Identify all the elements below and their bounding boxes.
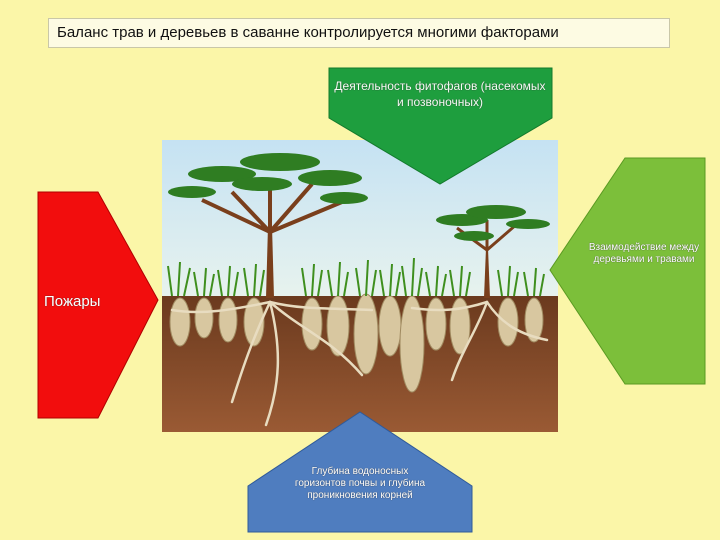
herbivores-label: Деятельность фитофагов (насекомых и позв… (334, 79, 546, 109)
savanna-illustration (162, 140, 558, 432)
small-acacia-tree (436, 205, 550, 298)
large-acacia-tree (168, 153, 368, 298)
groundwater-depth-label: Глубина водоносных горизонтов почвы и гл… (294, 466, 426, 501)
grass-tufts (167, 257, 545, 297)
fires-label: Пожары (44, 293, 101, 310)
tree-grass-interaction-label: Взаимодействие между деревьями и травами (588, 242, 700, 265)
diagram-title: Баланс трав и деревьев в саванне контрол… (48, 18, 670, 48)
tree-roots (170, 300, 549, 427)
